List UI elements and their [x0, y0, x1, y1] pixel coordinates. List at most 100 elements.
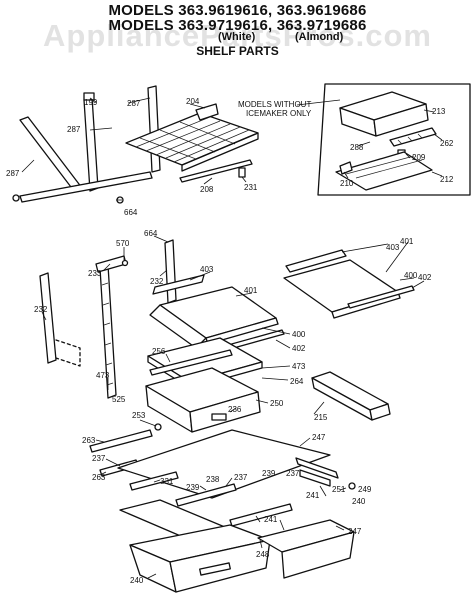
bracket-204 — [195, 103, 219, 121]
label-473-left: 473 — [96, 371, 110, 380]
inset-frame — [317, 83, 471, 196]
label-232-left: 232 — [34, 305, 48, 314]
label-236: 236 — [228, 405, 242, 414]
left-rail-232 — [39, 272, 57, 364]
label-240: 240 — [352, 497, 366, 506]
label-247: 247 — [312, 433, 326, 442]
leader-lines — [21, 97, 443, 579]
header-models-line-1: MODELS 363.9619616, 363.9619686 — [108, 2, 367, 19]
side-bin-end — [369, 403, 391, 421]
label-212: 212 — [440, 175, 454, 184]
label-288: 288 — [350, 143, 364, 152]
label-403: 403 — [200, 265, 214, 274]
label-402-right: 402 — [418, 273, 432, 282]
crisper-rail-263 — [89, 429, 153, 453]
label-473: 473 — [292, 362, 306, 371]
label-263: 263 — [82, 436, 96, 445]
label-199: 199 — [84, 98, 98, 107]
header-models-line-2: MODELS 363.9719616, 363.9719686 — [108, 17, 367, 34]
crisper-divider-239 — [175, 483, 237, 507]
label-249: 249 — [358, 485, 372, 494]
wire-shelf-front — [181, 132, 259, 172]
label-250: 250 — [270, 399, 284, 408]
inset-rail-end — [339, 161, 353, 175]
crisper-screw-249 — [348, 482, 356, 490]
label-287-a: 287 — [127, 99, 141, 108]
clip-570 — [121, 259, 129, 267]
post-199 — [83, 96, 99, 192]
part-labels: 199 287 287 287 204 664 208 231 213 288 … — [6, 97, 454, 585]
label-664-mid: 664 — [144, 229, 158, 238]
label-215: 215 — [314, 413, 328, 422]
label-262: 262 — [440, 139, 454, 148]
label-247-b: 247 — [348, 527, 362, 536]
mid-post-232 — [164, 239, 177, 304]
crisper-trim-331 — [129, 471, 179, 491]
label-256: 256 — [152, 347, 166, 356]
label-287-b: 287 — [67, 125, 81, 134]
crisper-assembly — [89, 423, 356, 593]
label-570: 570 — [116, 239, 130, 248]
label-240-b: 240 — [130, 576, 144, 585]
inset-rail — [335, 151, 433, 191]
crisper-support-241-b — [229, 503, 293, 527]
rail-287-rear — [147, 85, 161, 173]
label-253: 253 — [132, 411, 146, 420]
crisper-glass-247 — [117, 429, 331, 499]
label-251: 251 — [332, 485, 346, 494]
label-248: 248 — [256, 550, 270, 559]
inset-note-leader — [296, 99, 341, 106]
label-403-right: 403 — [386, 243, 400, 252]
label-208: 208 — [200, 185, 214, 194]
inset-note-1: MODELS WITHOUT — [238, 100, 311, 109]
header-section-title: SHELF PARTS — [196, 44, 279, 58]
label-287-c: 287 — [6, 169, 20, 178]
label-209: 209 — [412, 153, 426, 162]
end-cap — [12, 194, 20, 202]
label-233: 233 — [88, 269, 102, 278]
label-210: 210 — [340, 179, 354, 188]
label-239-b: 239 — [262, 469, 276, 478]
label-664-top: 664 — [124, 208, 138, 217]
label-237-c: 237 — [286, 469, 300, 478]
label-402: 402 — [292, 344, 306, 353]
crisper-side-251 — [295, 457, 339, 479]
label-401-right: 401 — [400, 237, 414, 246]
label-263-b: 263 — [92, 473, 106, 482]
wall-panel-hint — [55, 339, 81, 367]
inset-bin-side — [373, 103, 429, 137]
drawer-handle — [211, 413, 227, 421]
inset-note-2: ICEMAKER ONLY — [246, 109, 312, 118]
drawer-assembly — [145, 337, 391, 433]
label-237: 237 — [92, 454, 106, 463]
label-238: 238 — [206, 475, 220, 484]
header-color-white: (White) — [218, 31, 256, 43]
rail-287-bottom — [19, 171, 153, 203]
inset-cover — [389, 127, 437, 147]
label-231: 231 — [244, 183, 258, 192]
label-241: 241 — [264, 515, 278, 524]
header-color-almond: (Almond) — [295, 31, 344, 43]
rail-208 — [179, 159, 253, 183]
label-331: 331 — [160, 477, 174, 486]
label-237-b: 237 — [234, 473, 248, 482]
top-shelf-assembly — [12, 85, 259, 204]
wire-shelf-grid — [135, 116, 250, 163]
inset-box: MODELS WITHOUT ICEMAKER ONLY — [238, 83, 471, 196]
post-cap — [83, 92, 95, 101]
shelf-front-403-right — [285, 249, 347, 273]
crisper-pan-right-front — [281, 531, 355, 579]
clip-231 — [238, 167, 246, 178]
drawer-bin-front — [189, 391, 261, 433]
label-525: 525 — [112, 395, 126, 404]
label-239: 239 — [186, 483, 200, 492]
label-400-right: 400 — [404, 271, 418, 280]
label-264: 264 — [290, 377, 304, 386]
crisper-rail-right — [299, 469, 331, 487]
label-232-mid: 232 — [150, 277, 164, 286]
label-204: 204 — [186, 97, 200, 106]
label-241-b: 241 — [306, 491, 320, 500]
crisper-handle-248 — [199, 562, 231, 576]
